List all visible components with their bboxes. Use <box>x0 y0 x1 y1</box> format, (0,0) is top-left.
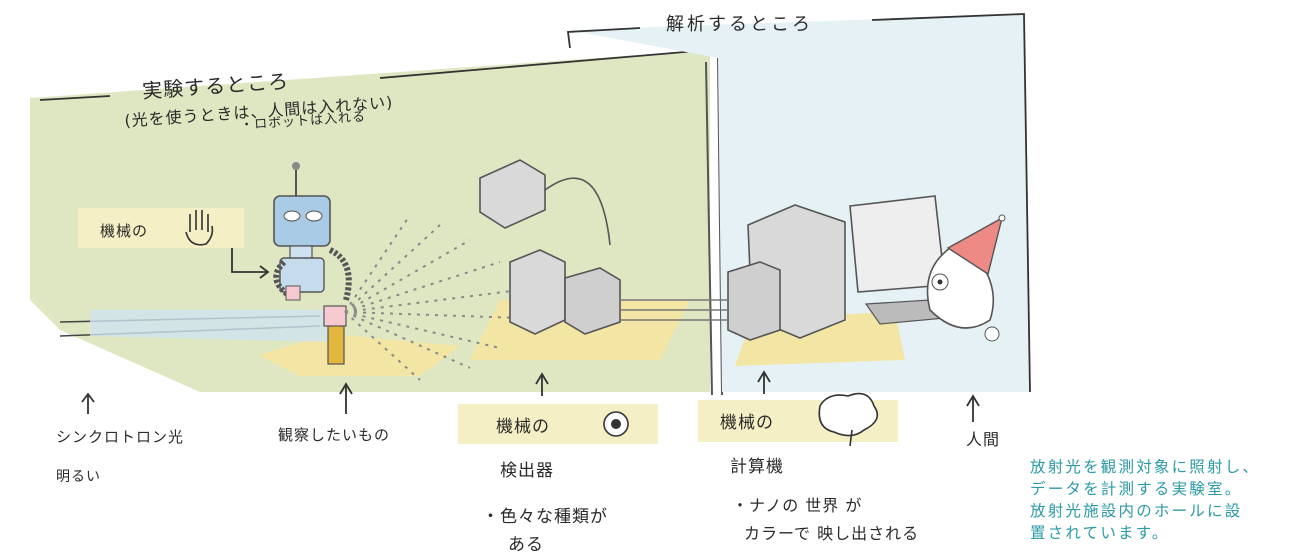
scatter-rays <box>344 214 521 381</box>
room-partition <box>705 57 723 396</box>
machine-hand-label: 機械の <box>100 222 149 240</box>
computer-note-2: カラーで 映し出される <box>744 524 920 543</box>
experiment-room-top-line <box>39 49 709 101</box>
human-label: 人間 <box>966 430 1001 449</box>
robot-pointer-arrow <box>231 248 270 279</box>
hand-icon <box>185 210 214 246</box>
detector-top-illustration <box>479 159 611 246</box>
detector-label: 検出器 <box>500 461 554 481</box>
caption: 放射光を観測対象に照射し、 データを計測する実験室。 放射光施設内のホールに設 … <box>1030 456 1298 544</box>
caption-line-4: 置されています。 <box>1030 524 1170 542</box>
machine-eye-label: 機械の <box>496 417 550 437</box>
analysis-room-frame <box>566 13 1031 393</box>
bright-label: 明るい <box>56 469 101 485</box>
detector-note-1: ・色々な種類が <box>482 507 608 527</box>
sample-stand <box>327 319 345 365</box>
robot-illustration <box>273 162 352 301</box>
caption-line-2: データを計測する実験室。 <box>1030 480 1243 498</box>
label-band-hand <box>78 208 244 248</box>
eye-icon <box>603 411 629 437</box>
human-illustration <box>926 214 1006 342</box>
experiment-floor <box>258 334 460 376</box>
machine-brain-label: 機械の <box>720 413 774 433</box>
caption-line-3: 放射光施設内のホールに設 <box>1030 502 1243 520</box>
computer-label: 計算機 <box>730 457 784 477</box>
computer-illustration <box>690 195 947 341</box>
sample-cube <box>323 305 347 327</box>
detector-note-2: ある <box>508 535 544 555</box>
synchrotron-light-label: シンクロトロン光 <box>56 428 185 446</box>
beam-glow <box>90 310 330 342</box>
caption-line-1: 放射光を観測対象に照射し、 <box>1030 458 1261 476</box>
brain-icon <box>818 392 879 447</box>
analysis-room-title: 解析するところ <box>666 14 813 35</box>
detector-main-illustration <box>509 249 690 335</box>
computer-note-1: ・ナノの 世界 が <box>732 496 863 515</box>
target-label: 観察したいもの <box>278 426 391 444</box>
analysis-room-wall <box>568 14 1030 392</box>
up-arrows <box>81 370 980 422</box>
